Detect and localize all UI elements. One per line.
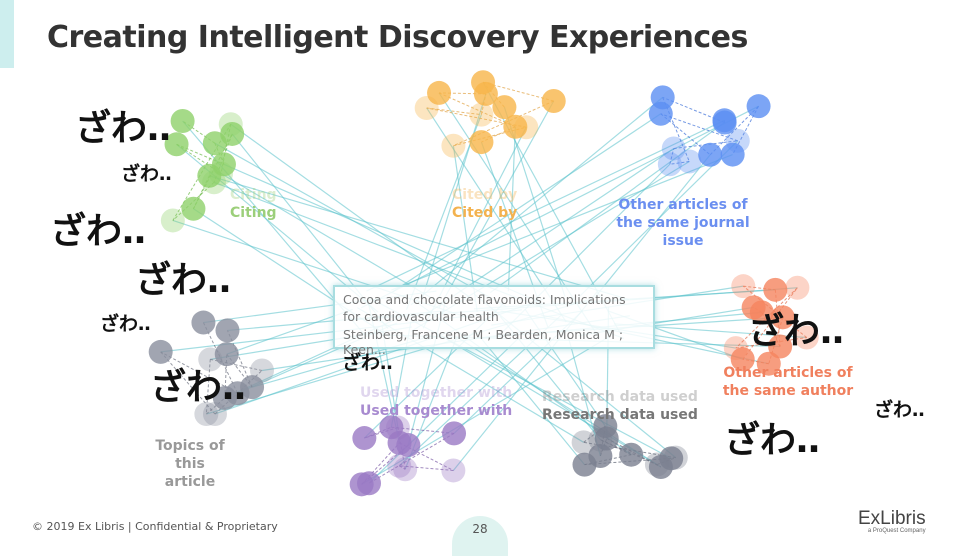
node-citing[interactable] [181, 197, 205, 221]
node-same-journal[interactable] [747, 94, 771, 118]
node-research-data[interactable] [595, 426, 619, 450]
label-same-author: Other articles of the same author [712, 364, 864, 400]
zawa-overlay: ざわ‥ [135, 260, 231, 301]
node-cited-by[interactable] [542, 89, 566, 113]
node-used-together[interactable] [393, 457, 417, 481]
node-research-data[interactable] [649, 455, 673, 479]
node-same-author[interactable] [785, 276, 809, 300]
node-same-author[interactable] [731, 274, 755, 298]
node-used-together[interactable] [352, 426, 376, 450]
node-topics[interactable] [191, 311, 215, 335]
zawa-overlay: ざわ‥ [121, 164, 172, 186]
zawa-overlay: ざわ‥ [342, 353, 393, 375]
node-used-together[interactable] [442, 421, 466, 445]
node-citing[interactable] [220, 122, 244, 146]
node-cited-by[interactable] [469, 130, 493, 154]
article-title: Cocoa and chocolate flavonoids: Implicat… [343, 291, 643, 325]
page-number: 28 [452, 522, 508, 536]
zawa-overlay: ざわ‥ [874, 400, 925, 422]
node-same-journal[interactable] [662, 136, 686, 160]
node-used-together[interactable] [441, 458, 465, 482]
node-cited-by[interactable] [469, 103, 493, 127]
center-article-card[interactable]: Cocoa and chocolate flavonoids: Implicat… [333, 285, 655, 349]
zawa-overlay: ざわ‥ [748, 311, 844, 352]
node-same-journal[interactable] [721, 143, 745, 167]
zawa-overlay: ざわ‥ [724, 420, 820, 461]
node-topics[interactable] [149, 340, 173, 364]
node-research-data[interactable] [573, 453, 597, 477]
node-research-data[interactable] [619, 443, 643, 467]
zawa-overlay: ざわ‥ [150, 367, 246, 408]
node-topics[interactable] [215, 318, 239, 342]
node-same-journal[interactable] [651, 85, 675, 109]
node-citing[interactable] [171, 109, 195, 133]
node-citing[interactable] [209, 161, 233, 185]
node-cited-by[interactable] [503, 115, 527, 139]
node-cited-by[interactable] [441, 134, 465, 158]
node-same-author[interactable] [763, 278, 787, 302]
node-cited-by[interactable] [471, 70, 495, 94]
label-same-journal: Other articles of the same journal issue [608, 196, 758, 250]
footer-copyright: © 2019 Ex Libris | Confidential & Propri… [32, 520, 278, 533]
node-used-together[interactable] [357, 471, 381, 495]
node-research-data[interactable] [572, 430, 596, 454]
label-topics: Topics of this article [150, 437, 230, 491]
zawa-overlay: ざわ‥ [75, 108, 171, 149]
zawa-overlay: ざわ‥ [50, 211, 146, 252]
node-citing[interactable] [161, 208, 185, 232]
node-same-journal[interactable] [698, 143, 722, 167]
zawa-overlay: ざわ‥ [100, 314, 151, 336]
node-cited-by[interactable] [415, 96, 439, 120]
